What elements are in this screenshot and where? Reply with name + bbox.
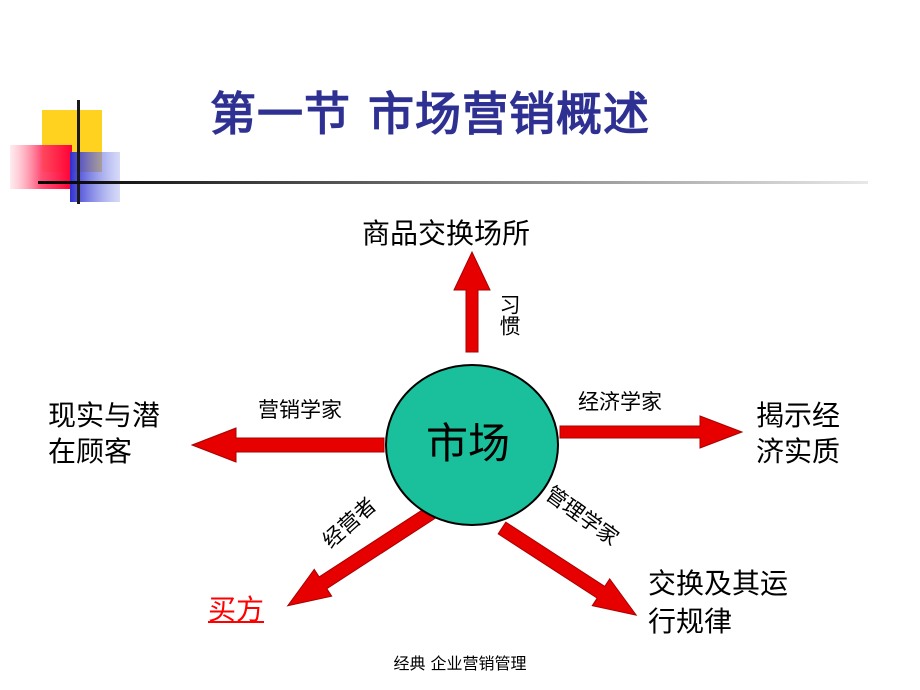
decor-vertical-line: [77, 100, 80, 204]
title-rule-line: [38, 181, 868, 184]
arrow-bottom-left: [286, 505, 437, 607]
arrow-right: [559, 415, 744, 449]
footer-text: 经典 企业营销管理: [393, 654, 527, 673]
arrow-left: [190, 427, 385, 463]
page-title: 第一节 市场营销概述: [210, 87, 651, 141]
title-decoration: [10, 100, 868, 204]
top-target-label: 商品交换场所: [362, 217, 531, 250]
right-target-line1: 揭示经: [756, 399, 841, 432]
top-arrow-label: 习惯: [497, 294, 521, 336]
right-target-line2: 济实质: [756, 435, 841, 468]
center-label: 市场: [426, 419, 511, 468]
bottom-right-target-line1: 交换及其运: [648, 567, 789, 600]
right-arrow-label: 经济学家: [578, 390, 662, 414]
left-target-line2: 在顾客: [48, 435, 133, 468]
arrow-up: [453, 250, 491, 353]
left-arrow-label: 营销学家: [258, 398, 342, 422]
bottom-right-target-line2: 行规律: [648, 605, 733, 638]
market-circle: [385, 364, 559, 526]
bottom-left-target-link[interactable]: 买方: [208, 593, 265, 626]
arrow-bottom-right: [497, 521, 638, 616]
left-target-line1: 现实与潜: [48, 399, 161, 432]
market-diagram: [190, 250, 744, 616]
